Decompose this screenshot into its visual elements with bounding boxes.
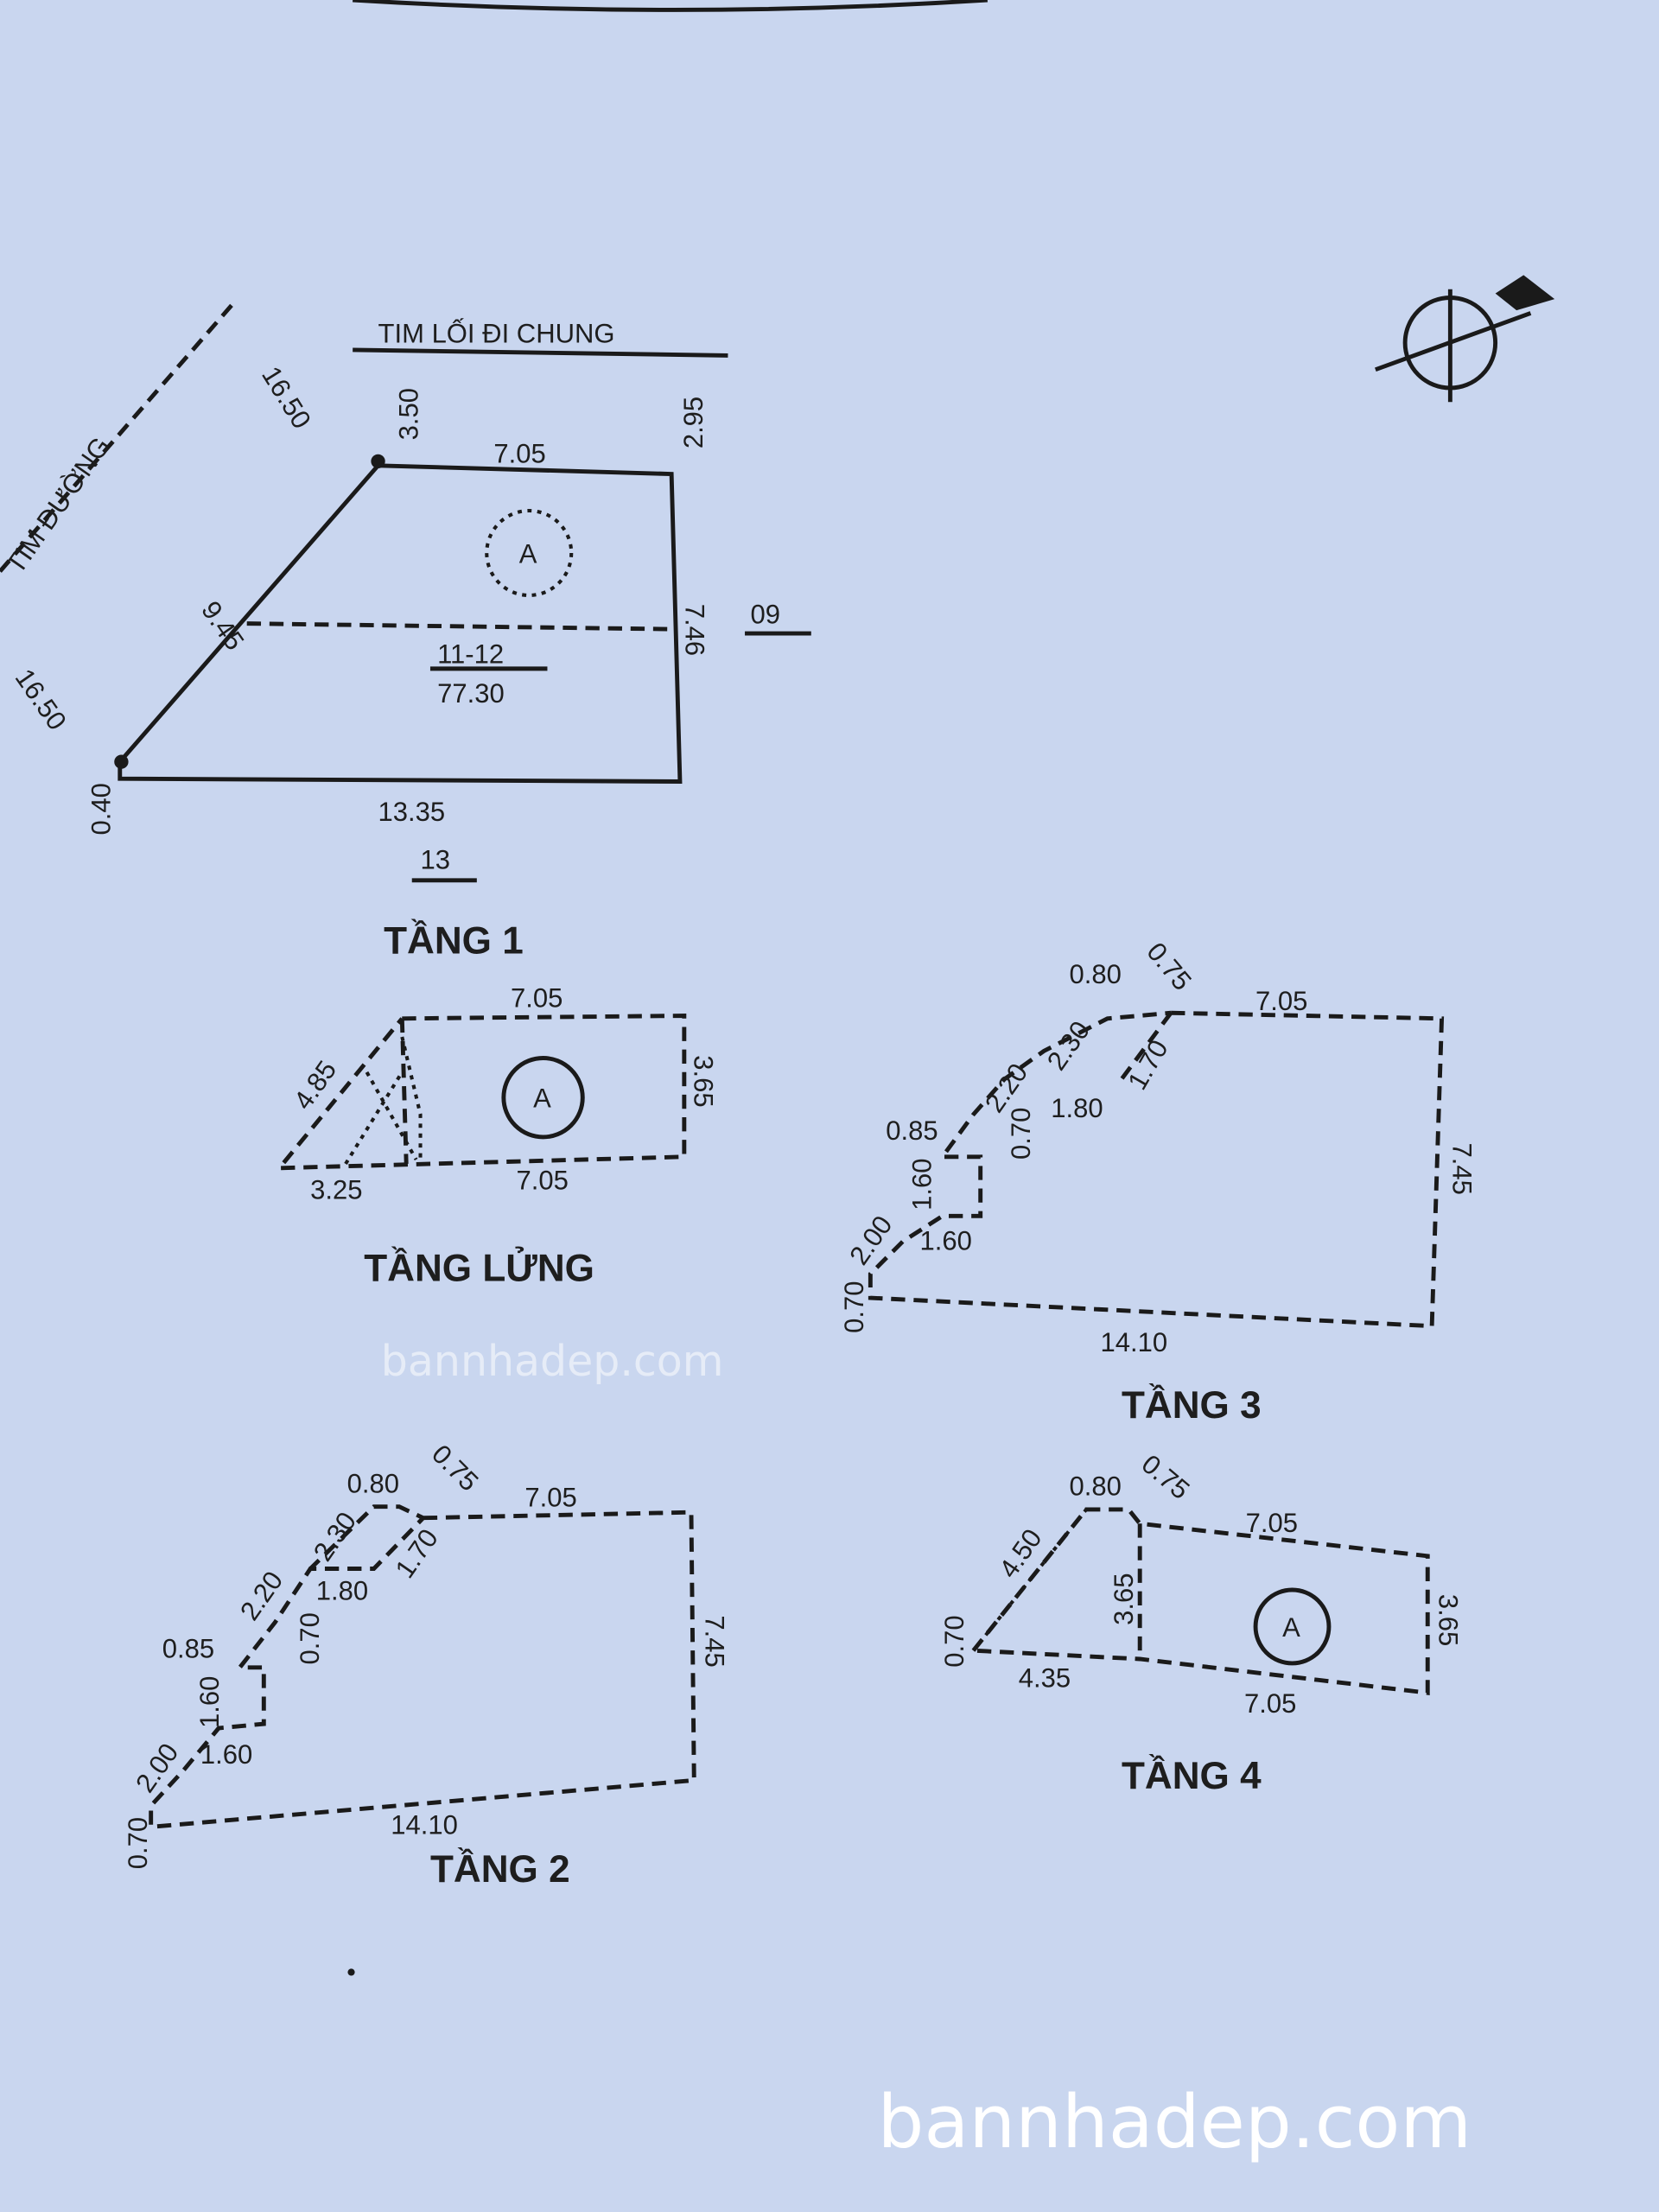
dim-setback-left: 3.50 bbox=[393, 388, 423, 440]
dim: 7.05 bbox=[1255, 986, 1307, 1016]
floor-outline bbox=[971, 1507, 1430, 1695]
dim: 1.80 bbox=[316, 1575, 368, 1605]
dim: 1.60 bbox=[194, 1676, 225, 1728]
dim: 1.60 bbox=[907, 1158, 938, 1210]
neighbor-right: 09 bbox=[751, 600, 781, 630]
dim: 14.10 bbox=[391, 1809, 458, 1840]
lot-boundary bbox=[118, 463, 683, 784]
dim-bottom-left: 3.25 bbox=[310, 1175, 362, 1205]
dim-setback-right: 2.95 bbox=[678, 397, 709, 448]
zone-marker bbox=[501, 1056, 585, 1140]
zone-marker bbox=[1253, 1587, 1332, 1666]
zone-label: A bbox=[519, 538, 537, 569]
dim-bottom: 13.35 bbox=[378, 797, 446, 827]
floor-outline bbox=[868, 1010, 1445, 1329]
dim: 7.45 bbox=[699, 1615, 729, 1667]
dim: 0.70 bbox=[839, 1281, 869, 1332]
lane-centerline bbox=[353, 347, 728, 358]
floor-outline bbox=[274, 1014, 687, 1171]
watermark: bannhadep.com bbox=[381, 1337, 724, 1386]
dim: 7.05 bbox=[524, 1483, 576, 1513]
dim: 1.60 bbox=[919, 1226, 971, 1256]
dim: 1.60 bbox=[200, 1739, 252, 1770]
dim: 0.70 bbox=[295, 1612, 325, 1664]
road-centerline bbox=[0, 297, 239, 573]
dim: 0.85 bbox=[162, 1633, 214, 1663]
plan-title: TẦNG 2 bbox=[430, 1847, 570, 1891]
dim: 0.80 bbox=[1070, 1471, 1122, 1502]
lot-number: 11-12 bbox=[437, 639, 504, 669]
dim: 1.80 bbox=[1051, 1093, 1103, 1123]
dim: 0.70 bbox=[1006, 1108, 1036, 1160]
north-arrow-icon bbox=[1374, 275, 1555, 403]
plan-title: TẦNG LỬNG bbox=[364, 1245, 594, 1289]
dim: 3.65 bbox=[1109, 1573, 1139, 1624]
dim: 7.05 bbox=[1244, 1688, 1296, 1719]
zone-label: A bbox=[1282, 1612, 1300, 1643]
dim: 0.85 bbox=[886, 1116, 938, 1146]
dim-top: 7.05 bbox=[511, 983, 563, 1014]
plan-title: TẦNG 1 bbox=[384, 919, 524, 963]
lane-label: TIM LỐI ĐI CHUNG bbox=[378, 318, 615, 349]
dim: 0.70 bbox=[123, 1817, 153, 1869]
neighbor-bottom: 13 bbox=[421, 845, 451, 875]
plan-floor-3: 0.80 0.75 7.05 2.30 2.20 1.80 1.70 0.70 … bbox=[839, 937, 1477, 1427]
zone-marker bbox=[485, 508, 574, 598]
dim: 0.80 bbox=[1070, 959, 1122, 989]
lot-division-line bbox=[246, 621, 675, 632]
dim: 7.05 bbox=[1246, 1508, 1298, 1538]
top-edge-mark bbox=[353, 0, 988, 12]
dim-bottom: 7.05 bbox=[517, 1165, 569, 1195]
dim: 0.70 bbox=[939, 1615, 969, 1667]
dim: 7.45 bbox=[1447, 1142, 1478, 1194]
dim-right: 3.65 bbox=[688, 1055, 718, 1107]
plan-title: TẦNG 3 bbox=[1122, 1383, 1262, 1427]
dim: 0.80 bbox=[347, 1468, 399, 1498]
dim: 4.35 bbox=[1019, 1663, 1071, 1694]
watermark-large: bannhadep.com bbox=[878, 2080, 1472, 2165]
dim-right: 7.46 bbox=[679, 604, 709, 656]
dim: 3.65 bbox=[1433, 1594, 1463, 1646]
dim-top: 7.05 bbox=[493, 439, 545, 469]
dim-corner: 0.40 bbox=[86, 783, 116, 835]
plan-title: TẦNG 4 bbox=[1122, 1754, 1262, 1797]
lot-area: 77.30 bbox=[437, 678, 505, 709]
zone-label: A bbox=[533, 1084, 551, 1114]
dim: 14.10 bbox=[1100, 1327, 1167, 1357]
